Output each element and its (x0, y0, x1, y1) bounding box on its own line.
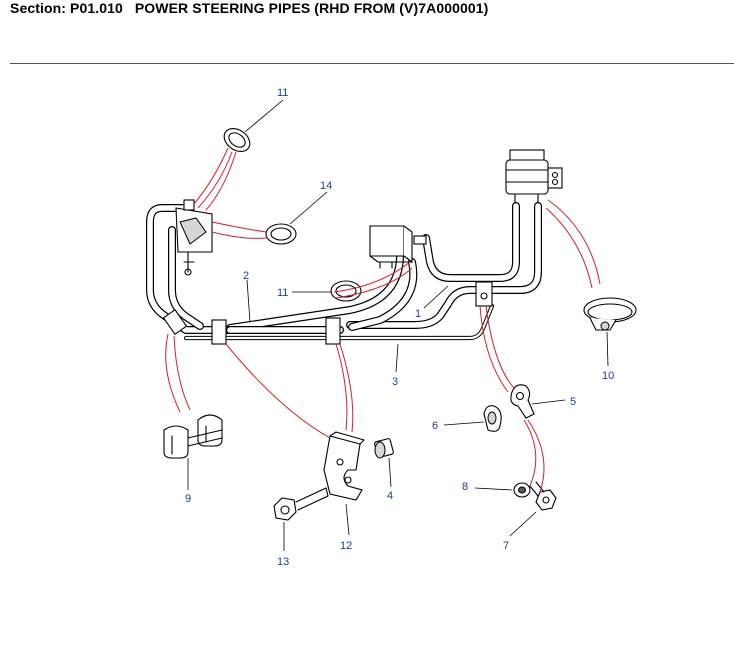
o-ring-11-upper (223, 127, 251, 153)
bolt-7 (529, 481, 557, 511)
reservoir (505, 149, 563, 207)
callout-8: 8 (462, 481, 468, 493)
callout-11-lower: 11 (277, 287, 288, 299)
nut-4 (374, 438, 394, 459)
callout-3: 3 (392, 376, 398, 388)
clip-6 (483, 405, 502, 432)
callout-10: 10 (602, 370, 614, 382)
callout-12: 12 (340, 540, 352, 552)
bracket-12 (323, 431, 365, 501)
red-leader-lines (165, 147, 601, 493)
callout-1: 1 (415, 308, 421, 320)
p-clip-5 (510, 384, 535, 419)
o-ring-14 (265, 223, 297, 245)
pipe-3 (183, 303, 495, 341)
section-title: Section: P01.010 POWER STEERING PIPES (R… (10, 0, 489, 16)
washer-8 (513, 482, 531, 498)
callout-2: 2 (243, 270, 249, 282)
header-divider (10, 63, 734, 64)
callout-7: 7 (503, 540, 509, 552)
pipe-clamps (162, 281, 493, 345)
callout-13: 13 (277, 556, 289, 568)
pipe-1 (226, 202, 542, 332)
callout-9: 9 (185, 493, 191, 505)
callout-6: 6 (432, 420, 438, 432)
pipe-2 (146, 204, 344, 334)
o-ring-11-lower (330, 280, 362, 302)
pump-block (369, 225, 427, 269)
callout-leaders (187, 99, 609, 551)
callout-5: 5 (570, 396, 576, 408)
bolt-13 (273, 487, 329, 521)
callout-4: 4 (387, 490, 393, 502)
steering-valve (175, 199, 213, 276)
callout-11-upper: 11 (277, 87, 288, 99)
double-clip-9 (163, 414, 223, 459)
callout-14: 14 (320, 180, 332, 192)
hose-clip-10 (583, 297, 637, 331)
